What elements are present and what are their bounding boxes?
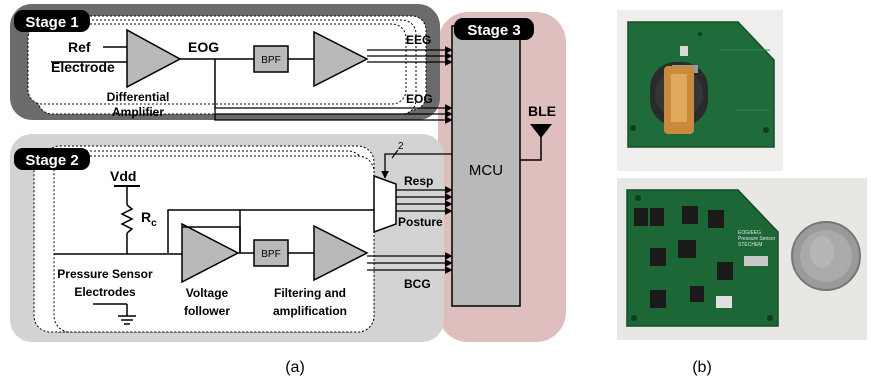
stage1-title: Stage 1 xyxy=(25,14,78,31)
resp-label: Resp xyxy=(404,174,433,188)
stage2-title: Stage 2 xyxy=(25,152,78,169)
follower-label-1: Voltage xyxy=(186,286,229,300)
stage2-amplifier xyxy=(313,224,369,282)
multiplexer xyxy=(373,174,397,234)
stage2-title-box xyxy=(14,148,90,170)
ble-antenna-icon xyxy=(530,124,552,138)
eog-stage1-label: EOG xyxy=(188,39,219,55)
eog-output-label: EOG xyxy=(406,92,433,106)
mcu-control-bus xyxy=(381,153,452,179)
stage3-title: Stage 3 xyxy=(467,22,520,39)
bus-width-label: 2 xyxy=(398,141,404,152)
coin-relief xyxy=(810,236,834,268)
follower-label-2: follower xyxy=(184,304,230,318)
vdd-label: Vdd xyxy=(110,168,136,184)
stage3-title-box xyxy=(454,18,534,40)
pcb-back-photo xyxy=(627,21,775,148)
mcu-block xyxy=(451,25,521,307)
filt-amp-label-2: amplification xyxy=(273,304,347,318)
mcu-label: MCU xyxy=(469,162,503,179)
stage1-amplifier xyxy=(313,30,369,88)
resistor-rc xyxy=(120,204,134,234)
sensor-label-2: Electrodes xyxy=(74,285,136,299)
bcg-label: BCG xyxy=(404,277,431,291)
diff-amp-label-2: Amplifier xyxy=(112,105,164,119)
bus-slash xyxy=(391,149,399,159)
stage1-title-box xyxy=(14,10,90,32)
voltage-follower xyxy=(181,222,240,284)
differential-amplifier xyxy=(126,28,182,89)
eeg-label: EEG xyxy=(406,33,431,47)
posture-tap-2 xyxy=(167,209,240,253)
diff-amp-label-1: Differential xyxy=(107,90,170,104)
posture-label: Posture xyxy=(398,215,443,229)
bpf-stage2-label: BPF xyxy=(261,249,280,260)
sensor-label-1: Pressure Sensor xyxy=(57,267,153,281)
silkscreen-3: STECHEM xyxy=(738,242,762,248)
stage1-card-front xyxy=(27,23,407,105)
ble-label: BLE xyxy=(528,103,556,119)
rc-label: Rc xyxy=(141,209,157,229)
electrode-label: Electrode xyxy=(51,59,115,75)
ref-label: Ref xyxy=(68,39,91,55)
silkscreen-1: EOG/EEG xyxy=(738,230,761,236)
pcb-front-photo: EOG/EEG Pressure Sensor STECHEM xyxy=(626,189,779,327)
bpf-stage1-label: BPF xyxy=(261,55,280,66)
caption-b: (b) xyxy=(692,359,712,376)
silkscreen-2: Pressure Sensor xyxy=(738,236,776,242)
eog-arrow-3 xyxy=(214,114,453,124)
filt-amp-label-1: Filtering and xyxy=(274,286,346,300)
caption-a: (a) xyxy=(285,359,305,376)
